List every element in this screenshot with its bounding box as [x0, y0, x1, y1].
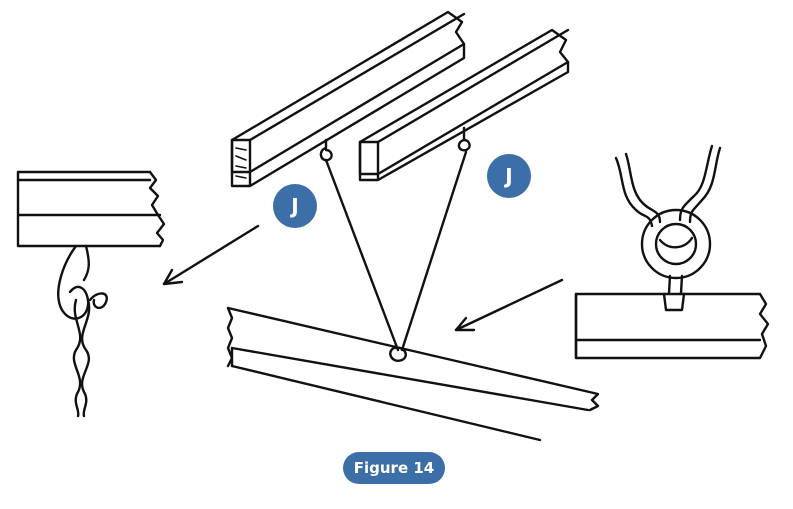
- right-detail-chain-screw-eye: [574, 144, 770, 360]
- arrow-to-left-detail: [162, 224, 260, 286]
- left-detail-screw-eye-wire: [16, 170, 166, 418]
- figure-caption: Figure 14: [343, 452, 445, 484]
- screw-eye-hooks: [319, 126, 471, 162]
- badge-right: J: [487, 154, 531, 198]
- ceiling-board-right: [358, 28, 570, 182]
- badge-right-label: J: [503, 164, 512, 188]
- badge-left-label: J: [289, 194, 298, 218]
- hanging-wires: [324, 150, 468, 352]
- badge-left: J: [273, 184, 317, 228]
- ceiling-board-left: [230, 10, 466, 188]
- hanging-board: [226, 306, 600, 442]
- arrow-to-right-detail: [454, 278, 564, 332]
